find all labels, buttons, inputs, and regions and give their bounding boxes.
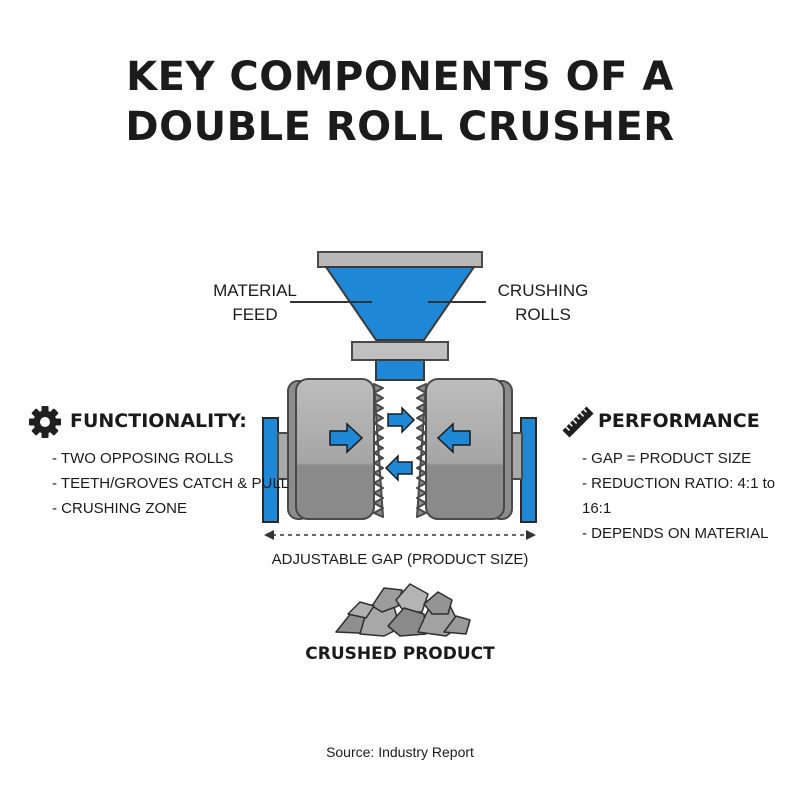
- crushing-rolls-label: CRUSHING ROLLS: [488, 279, 598, 327]
- performance-list: GAP = PRODUCT SIZE REDUCTION RATIO: 4:1 …: [582, 446, 800, 546]
- left-roll-arrow: [329, 422, 364, 454]
- center-arrow-right: [387, 406, 416, 434]
- left-roll-teeth: [373, 383, 384, 518]
- functionality-heading-text: FUNCTIONALITY:: [70, 410, 247, 432]
- right-bearing-plate: [520, 417, 537, 523]
- adjustable-gap-label: ADJUSTABLE GAP (PRODUCT SIZE): [271, 551, 529, 568]
- title-line-2: DOUBLE ROLL CRUSHER: [125, 104, 675, 150]
- performance-heading: PERFORMANCE: [598, 410, 760, 432]
- hopper-funnel: [324, 266, 476, 341]
- center-arrow-left: [384, 454, 413, 482]
- performance-item: REDUCTION RATIO: 4:1 to 16:1: [582, 471, 800, 521]
- hopper: [317, 251, 483, 381]
- material-feed-line-1: MATERIAL: [213, 281, 297, 300]
- performance-heading-text: PERFORMANCE: [598, 410, 760, 432]
- functionality-heading: FUNCTIONALITY:: [70, 410, 247, 432]
- performance-item: GAP = PRODUCT SIZE: [582, 446, 800, 471]
- material-feed-line-2: FEED: [232, 305, 278, 324]
- gear-icon: [29, 406, 61, 438]
- left-roll-body: [295, 378, 375, 520]
- performance-item: DEPENDS ON MATERIAL: [582, 521, 800, 546]
- crushed-product-pile: [335, 583, 471, 637]
- right-roll-arrow: [436, 422, 471, 454]
- material-feed-label: MATERIAL FEED: [210, 279, 300, 327]
- functionality-list: TWO OPPOSING ROLLS TEETH/GROVES CATCH & …: [52, 446, 289, 521]
- title-line-1: KEY COMPONENTS OF A: [126, 54, 674, 100]
- right-roll-assembly: [416, 378, 537, 523]
- gap-dimension: [264, 530, 536, 540]
- crushed-product-label: CRUSHED PRODUCT: [305, 644, 495, 664]
- crushing-rolls-line-1: CRUSHING: [497, 281, 589, 300]
- source-note: Source: Industry Report: [326, 744, 474, 760]
- functionality-item: TEETH/GROVES CATCH & PULL: [52, 471, 289, 496]
- right-roll-body: [425, 378, 505, 520]
- right-roll-teeth: [416, 383, 427, 518]
- ruler-icon: [562, 406, 594, 438]
- functionality-item: CRUSHING ZONE: [52, 496, 289, 521]
- page-title: KEY COMPONENTS OF A DOUBLE ROLL CRUSHER: [0, 52, 800, 152]
- crushing-rolls-line-2: ROLLS: [515, 305, 571, 324]
- hopper-collar: [351, 341, 449, 361]
- hopper-top-plate: [317, 251, 483, 268]
- hopper-chute: [375, 359, 425, 381]
- functionality-item: TWO OPPOSING ROLLS: [52, 446, 289, 471]
